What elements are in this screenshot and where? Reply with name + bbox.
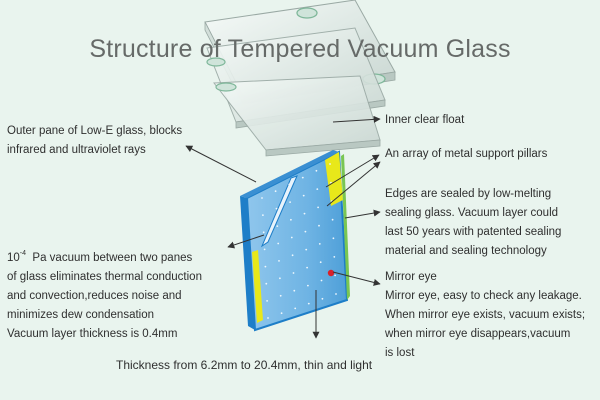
support-pillar (275, 207, 278, 210)
vacuum-label: 10-4 Pa vacuum between two panes of glas… (7, 244, 220, 344)
support-pillar (318, 224, 320, 227)
support-pillar (316, 188, 319, 191)
support-pillar (278, 260, 280, 262)
edges-line-3: last 50 years with patented sealing (385, 226, 562, 238)
support-pillar (277, 242, 280, 245)
support-pillar (262, 214, 264, 217)
vacuum-base: 10 (7, 252, 20, 264)
outer-pane-line-1: Outer pane of Low-E glass, blocks (7, 125, 183, 137)
support-pillar (267, 317, 269, 319)
mirror-eye-line-4: is lost (385, 347, 415, 359)
thickness-label: Thickness from 6.2mm to 20.4mm, thin and… (116, 358, 373, 372)
inner-clear-label: Inner clear float (385, 114, 465, 126)
support-pillar (321, 297, 324, 300)
support-pillar (293, 289, 296, 292)
support-pillar (266, 300, 268, 302)
vacuum-line-1-rest: Pa vacuum between two panes (26, 252, 193, 264)
support-pillars (261, 163, 337, 319)
support-pillar (304, 230, 307, 233)
support-pillar (302, 194, 305, 197)
support-pillar (330, 181, 332, 184)
support-pillar (334, 274, 336, 277)
arrow-inner-clear (332, 115, 381, 123)
support-pillar (288, 183, 291, 186)
support-pillar (303, 212, 306, 215)
mirror-eye-title: Mirror eye (385, 271, 437, 283)
exploded-pane-bottom (213, 75, 381, 157)
vacuum-line-4: minimizes dew condensation (7, 309, 155, 321)
vacuum-line-2: of glass eliminates thermal conduction (7, 271, 202, 283)
support-pillar (306, 266, 308, 269)
assembled-vacuum-glass-panel (240, 150, 350, 332)
arrow-pillars (325, 154, 380, 188)
support-pillar (265, 282, 268, 285)
support-pillar (301, 176, 304, 179)
diagram-title: Structure of Tempered Vacuum Glass (89, 35, 511, 63)
support-pillar (264, 265, 267, 268)
support-pillar (279, 294, 282, 297)
arrow-vacuum (227, 234, 265, 249)
support-pillar (333, 256, 336, 258)
support-pillar (279, 277, 281, 280)
support-pillar (315, 169, 318, 172)
outer-pane-label: Outer pane of Low-E glass, blocks infrar… (7, 122, 197, 160)
vacuum-line-1: 10-4 Pa vacuum between two panes (7, 244, 220, 268)
edges-line-1: Edges are sealed by low-melting (385, 188, 552, 200)
support-pillar (319, 261, 322, 264)
support-pillar (331, 218, 334, 221)
support-pillar (291, 254, 294, 257)
mirror-eye-line-1: Mirror eye, easy to check any leakage. (385, 290, 582, 302)
support-pillar (262, 231, 265, 234)
support-pillar (280, 312, 283, 315)
arrow-edges (344, 209, 381, 219)
support-pillar (305, 248, 308, 251)
support-pillar (320, 279, 323, 282)
support-pillar (292, 272, 295, 274)
edges-line-2: sealing glass. Vacuum layer could (385, 207, 559, 219)
mirror-eye-line-3: when mirror eye disappears,vacuum (385, 328, 571, 340)
support-pillar (318, 243, 321, 245)
support-pillar (263, 248, 266, 251)
edges-line-4: material and sealing technology (385, 245, 547, 257)
edge-seal-bottom (252, 250, 263, 323)
support-pillar (290, 236, 293, 239)
arrow-mirror-eye (332, 271, 381, 286)
arrow-outer-pane (185, 145, 257, 183)
arrow-pillars-2 (326, 161, 381, 207)
support-pillar (274, 190, 277, 193)
support-pillar (307, 302, 310, 305)
support-pillar (332, 237, 335, 240)
support-pillar (294, 307, 297, 310)
edge-seal-top (325, 152, 343, 206)
support-pillar (329, 163, 331, 165)
support-pillar (335, 293, 337, 295)
pillars-label: An array of metal support pillars (385, 148, 548, 160)
vacuum-line-5: Vacuum layer thickness is 0.4mm (7, 328, 178, 340)
edges-label: Edges are sealed by low-melting sealing … (385, 185, 596, 261)
mirror-eye-label: Mirror eye, easy to check any leakage. W… (385, 287, 599, 363)
support-pillar (261, 197, 263, 199)
vacuum-exponent: -4 (19, 250, 27, 257)
vacuum-line-3: and convection,reduces noise and (7, 290, 182, 302)
edge-spacer (341, 154, 350, 300)
support-pillar (289, 201, 291, 204)
mirror-eye-line-2: When mirror eye exists, vacuum exists; (385, 309, 586, 321)
outer-pane-line-2: infrared and ultraviolet rays (7, 144, 146, 156)
support-pillar (290, 218, 292, 221)
support-pillar (307, 284, 309, 287)
support-pillar (317, 206, 319, 209)
support-pillar (276, 225, 279, 228)
mirror-eye-dot (327, 269, 335, 277)
